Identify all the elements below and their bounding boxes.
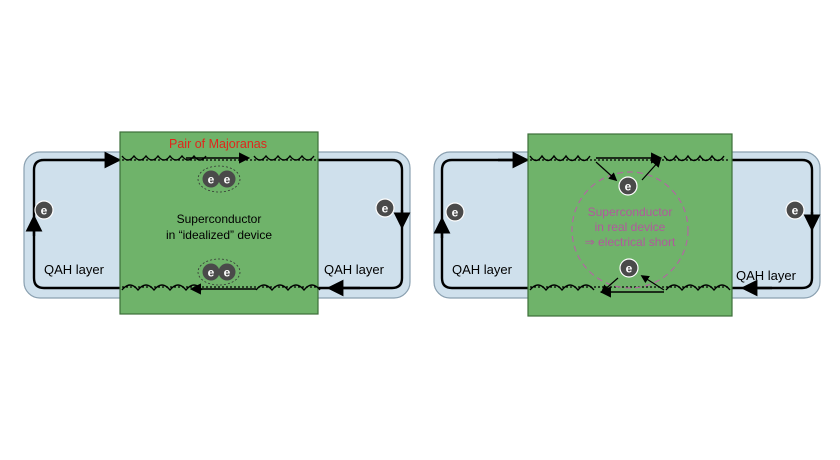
left-cooper-pair-bottom-electron-a <box>202 263 220 281</box>
left-cooper-pair-bottom: e e <box>197 258 241 286</box>
right-superconductor <box>527 133 733 317</box>
left-bottom-andreev-edge <box>121 284 321 292</box>
left-qah-label-right: QAH layer <box>324 262 385 277</box>
left-cooper-pair-top-electron-b-label: e <box>224 173 231 187</box>
right-sc-electron-top-label: e <box>625 180 632 194</box>
right-bottom-andreev-edge <box>529 284 731 292</box>
left-cooper-pair-top-electron-a-label: e <box>208 173 215 187</box>
left-superconductor <box>119 131 319 315</box>
left-qah-electron-left-label: e <box>41 204 48 218</box>
right-tunnel-arrow-out-bottom <box>600 277 619 294</box>
right-tunnel-arrow-in-bottom <box>640 275 665 291</box>
right-qah-electron-right-label: e <box>792 204 799 218</box>
right-qah-electron-left: e <box>445 202 465 222</box>
right-sc-electron-bottom: e <box>619 258 639 278</box>
right-sc-label-line2: in real device <box>595 220 666 234</box>
right-tunnel-arrow-out-top <box>641 158 662 181</box>
right-sc-electron-bottom-dot <box>619 258 639 278</box>
left-qah-label-left: QAH layer <box>44 262 105 277</box>
right-sc-electron-top: e <box>618 176 638 196</box>
left-qah-electron-right-dot <box>375 198 395 218</box>
left-cooper-pair-bottom-ring <box>197 258 241 286</box>
right-qah-electron-right: e <box>785 200 805 220</box>
right-qah-electron-left-label: e <box>452 206 459 220</box>
left-qah-electron-left: e <box>34 200 54 220</box>
right-qah-label-left: QAH layer <box>452 262 513 277</box>
right-panel: e e Superconductor in real device ⇒ elec… <box>433 133 821 317</box>
right-sc-label-line3: ⇒ electrical short <box>585 235 676 249</box>
left-cooper-pair-bottom-electron-a-label: e <box>208 266 215 280</box>
left-qah-electron-left-dot <box>34 200 54 220</box>
left-sc-label-line1: Superconductor <box>177 212 262 226</box>
left-sc-label-line2: in “idealized” device <box>166 228 272 242</box>
right-qah-label-right: QAH layer <box>736 268 797 283</box>
right-sc-electron-top-dot <box>618 176 638 196</box>
left-cooper-pair-bottom-electron-b <box>218 263 236 281</box>
right-qah-electron-right-dot <box>785 200 805 220</box>
right-qah-electron-left-dot <box>445 202 465 222</box>
left-qah-electron-right: e <box>375 198 395 218</box>
right-short-ring <box>571 171 689 289</box>
right-sc-electron-bottom-label: e <box>626 262 633 276</box>
right-sc-label-line1: Superconductor <box>588 205 673 219</box>
left-cooper-pair-top: e e <box>197 165 241 193</box>
right-tunnel-arrow-in-top <box>595 161 618 182</box>
left-majorana-label: Pair of Majoranas <box>169 137 267 151</box>
left-qah-electron-right-label: e <box>382 202 389 216</box>
left-cooper-pair-top-electron-a <box>202 170 220 188</box>
left-cooper-pair-top-electron-b <box>218 170 236 188</box>
left-cooper-pair-top-ring <box>197 165 241 193</box>
left-cooper-pair-bottom-electron-b-label: e <box>224 266 231 280</box>
left-panel: Pair of Majoranas e e e e Superconductor… <box>23 131 411 315</box>
